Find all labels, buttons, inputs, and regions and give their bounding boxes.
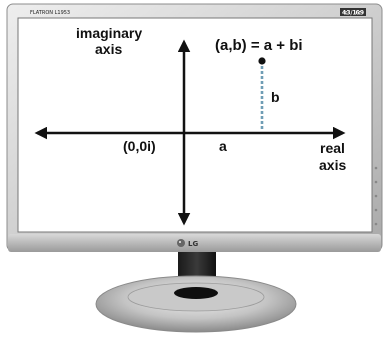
corner-badge (340, 8, 366, 16)
point-label: (a,b) = a + bi (215, 37, 303, 54)
corner-badge-text: 4:3 / 16:9 (342, 10, 364, 17)
model-label: FLATRON L1953 (30, 10, 70, 16)
lg-logo-icon (177, 239, 185, 247)
side-buttons (374, 166, 378, 226)
monitor-chin (8, 234, 381, 252)
a-label: a (219, 138, 227, 154)
real-axis-label-line2: axis (319, 157, 346, 173)
brand-logo-text: LG (188, 240, 198, 248)
b-label: b (271, 89, 280, 105)
real-axis-label-line1: real (320, 140, 345, 156)
imaginary-axis-label-line1: imaginary (76, 25, 142, 41)
stand-hole (174, 287, 218, 299)
complex-point (258, 57, 266, 65)
imaginary-axis-label-line2: axis (95, 41, 122, 57)
screen (17, 17, 373, 233)
origin-label: (0,0i) (123, 138, 156, 154)
